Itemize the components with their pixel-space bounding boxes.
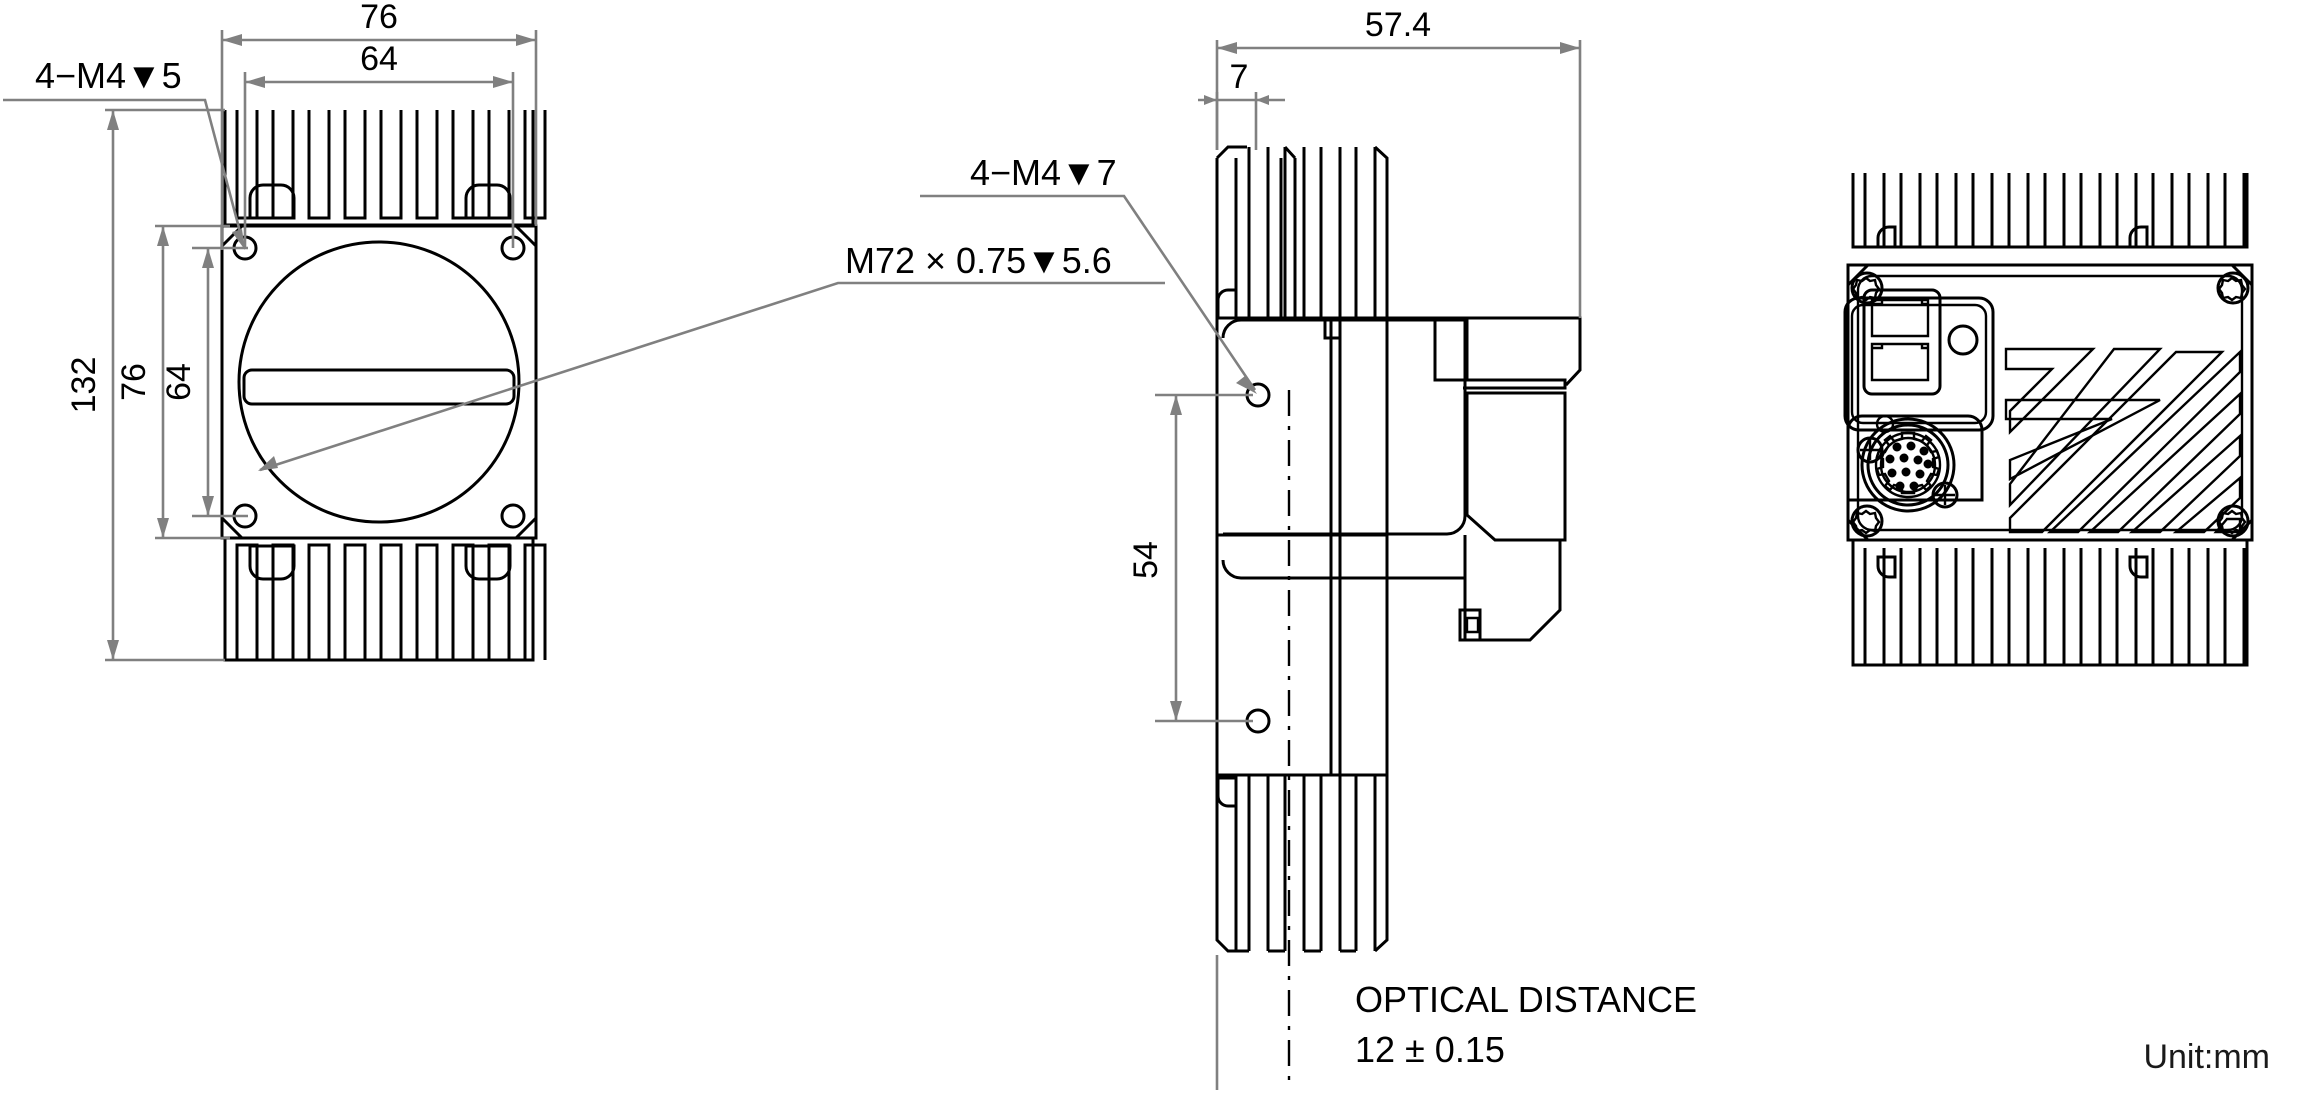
sensor-slot	[242, 368, 516, 406]
rear-torx-screws	[1850, 271, 2250, 538]
optical-distance-block: OPTICAL DISTANCE 12 ± 0.15	[1215, 955, 1697, 1090]
dim-label-side-depth: 57.4	[1365, 6, 1431, 44]
side-lens-flange	[1387, 316, 1469, 382]
dim-front-height-132: 132	[65, 108, 225, 662]
connector-fixing-screws	[1856, 436, 1959, 509]
side-lower-housing	[1463, 535, 1562, 642]
dim-front-width-76: 76	[220, 0, 538, 250]
dim-label-front-height-76: 76	[115, 363, 153, 401]
connector-pins	[1885, 441, 1933, 491]
rear-connector-panel	[1843, 296, 1995, 432]
front-mount-hole-br	[500, 503, 526, 529]
dim-label-front-width-64: 64	[360, 40, 398, 78]
torx-screw-top-right	[2216, 271, 2250, 305]
lens-mount-circle	[237, 240, 521, 524]
front-chamfer-bl	[220, 516, 244, 540]
value-optical-distance: 12 ± 0.15	[1355, 1029, 1505, 1070]
dim-label-side-flange: 7	[1230, 58, 1249, 96]
leader-front-mount-holes: 4−M4▼5	[3, 55, 245, 250]
side-view: 57.4 7 54 4−M4▼7 OPTI	[920, 6, 1697, 1090]
label-optical-distance: OPTICAL DISTANCE	[1355, 979, 1697, 1020]
note-side-mount-holes: 4−M4▼7	[970, 152, 1117, 193]
torx-screw-bottom-left	[1850, 504, 1884, 538]
front-bottom-fins	[223, 538, 547, 662]
dim-front-width-64: 64	[243, 40, 515, 248]
front-body-plate	[220, 224, 538, 540]
dim-side-depth-57-4: 57.4	[1215, 6, 1582, 318]
dim-side-hole-spacing-54: 54	[1127, 393, 1253, 723]
rear-top-fins	[1851, 173, 2249, 249]
leader-side-mount-holes: 4−M4▼7	[920, 152, 1257, 394]
side-lens-body	[1463, 378, 1567, 390]
side-connector-tab	[1458, 608, 1482, 642]
side-housing-step	[1387, 316, 1582, 387]
circular-power-connector[interactable]	[1856, 417, 1959, 513]
dual-ethernet-port[interactable]	[1862, 288, 1942, 396]
dim-side-flange-7: 7	[1198, 58, 1285, 150]
rear-diagonal-fins	[2004, 347, 2242, 534]
side-bottom-fins	[1215, 775, 1389, 953]
side-top-fins	[1215, 145, 1389, 320]
dim-label-front-height-64: 64	[160, 363, 198, 401]
front-chamfer-tr	[514, 224, 538, 248]
side-body-outline	[1215, 316, 1389, 537]
rear-bottom-fins	[1851, 540, 2249, 667]
dim-front-height-64: 64	[160, 246, 248, 518]
front-top-fins	[223, 110, 547, 227]
side-connector-notch	[1465, 616, 1480, 634]
note-lens-mount: M72 × 0.75▼5.6	[845, 240, 1112, 281]
dim-label-side-hole-spacing: 54	[1127, 541, 1165, 579]
rear-lower-panel	[1846, 414, 1984, 502]
dim-label-front-height-132: 132	[65, 357, 103, 414]
side-body-inner-front	[1221, 318, 1467, 536]
unit-note: Unit:mm	[2143, 1038, 2270, 1076]
note-front-mount-holes: 4−M4▼5	[35, 55, 182, 96]
rear-connector-panel-inner	[1850, 303, 1988, 425]
front-chamfer-br	[514, 516, 538, 540]
status-led	[1947, 324, 1979, 356]
dim-front-height-76: 76	[115, 224, 230, 540]
side-body-lower	[1215, 535, 1389, 777]
front-view: 76 64 132 76	[3, 0, 1165, 662]
rear-view	[1843, 173, 2254, 667]
leader-lens-mount: M72 × 0.75▼5.6	[258, 240, 1165, 472]
side-lens-barrel	[1465, 391, 1567, 542]
dim-label-front-width-76: 76	[360, 0, 398, 36]
